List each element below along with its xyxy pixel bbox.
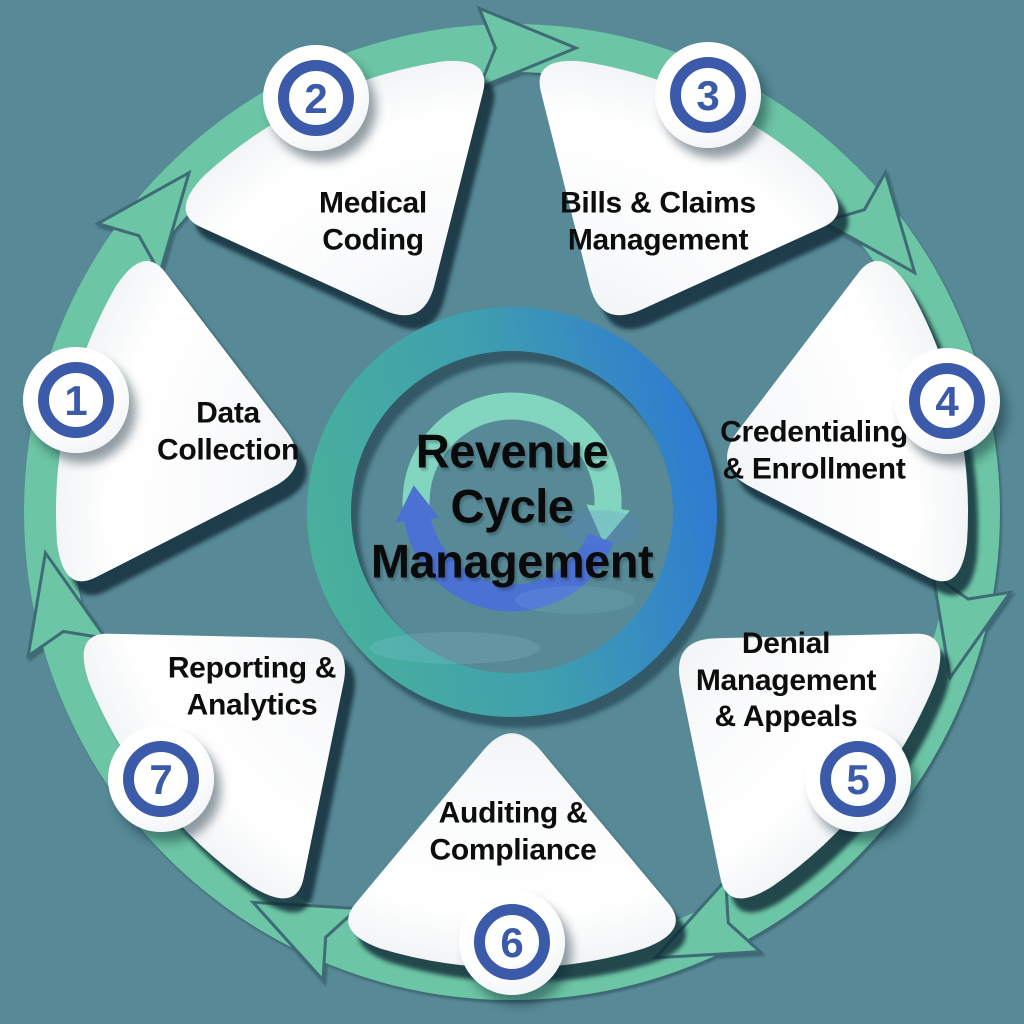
segment-wedge-7 xyxy=(83,633,346,899)
segment-3-label: Bills & Claims Management xyxy=(560,186,756,256)
segment-5-badge-ring: 5 xyxy=(820,741,896,817)
segment-5-label: Denial Management & Appeals xyxy=(695,627,877,734)
segment-2-badge: 2 xyxy=(263,45,369,151)
segment-wedge-2 xyxy=(185,60,485,316)
segment-5-badge: 5 xyxy=(805,726,911,832)
segment-1-number: 1 xyxy=(64,377,88,424)
logo-arc-blue xyxy=(403,510,614,612)
segment-wedge-6 xyxy=(348,733,676,969)
ghost-watermark xyxy=(370,510,640,664)
segment-1-badge-ring: 1 xyxy=(38,362,114,438)
logo-arrowhead-mint xyxy=(586,504,630,543)
segment-wedge-1 xyxy=(55,260,297,582)
segment-2-badge-ring: 2 xyxy=(278,60,354,136)
segment-wedge-3 xyxy=(539,60,839,316)
segment-1-badge: 1 xyxy=(23,347,129,453)
segment-3-number: 3 xyxy=(696,72,720,119)
segment-7-badge: 7 xyxy=(108,726,214,832)
logo-arc-mint xyxy=(402,392,622,531)
diagram-title: Revenue Cycle Management xyxy=(370,424,654,588)
center-ring xyxy=(307,307,717,717)
segment-2-number: 2 xyxy=(304,75,328,122)
segment-6-label: Auditing & Compliance xyxy=(429,796,597,866)
segment-5-number: 5 xyxy=(846,756,870,803)
segment-2-label: Medical Coding xyxy=(319,186,427,256)
segment-4-label: Credentialing & Enrollment xyxy=(720,415,908,485)
logo-arrowhead-blue xyxy=(395,485,440,523)
cycle-arrows-icon xyxy=(395,392,630,612)
segment-4-number: 4 xyxy=(935,378,959,425)
segment-4-badge: 4 xyxy=(894,348,1000,454)
segment-1-label: Data Collection xyxy=(156,396,300,466)
segment-4-badge-ring: 4 xyxy=(909,363,985,439)
segment-7-badge-ring: 7 xyxy=(123,741,199,817)
segment-7-label: Reporting & Analytics xyxy=(167,651,337,721)
segment-3-badge-ring: 3 xyxy=(670,57,746,133)
segment-6-badge: 6 xyxy=(459,889,565,995)
segment-wedge-4 xyxy=(727,260,969,582)
segment-6-badge-ring: 6 xyxy=(474,904,550,980)
segment-7-number: 7 xyxy=(149,756,173,803)
segment-6-number: 6 xyxy=(500,919,524,966)
segment-3-badge: 3 xyxy=(655,42,761,148)
